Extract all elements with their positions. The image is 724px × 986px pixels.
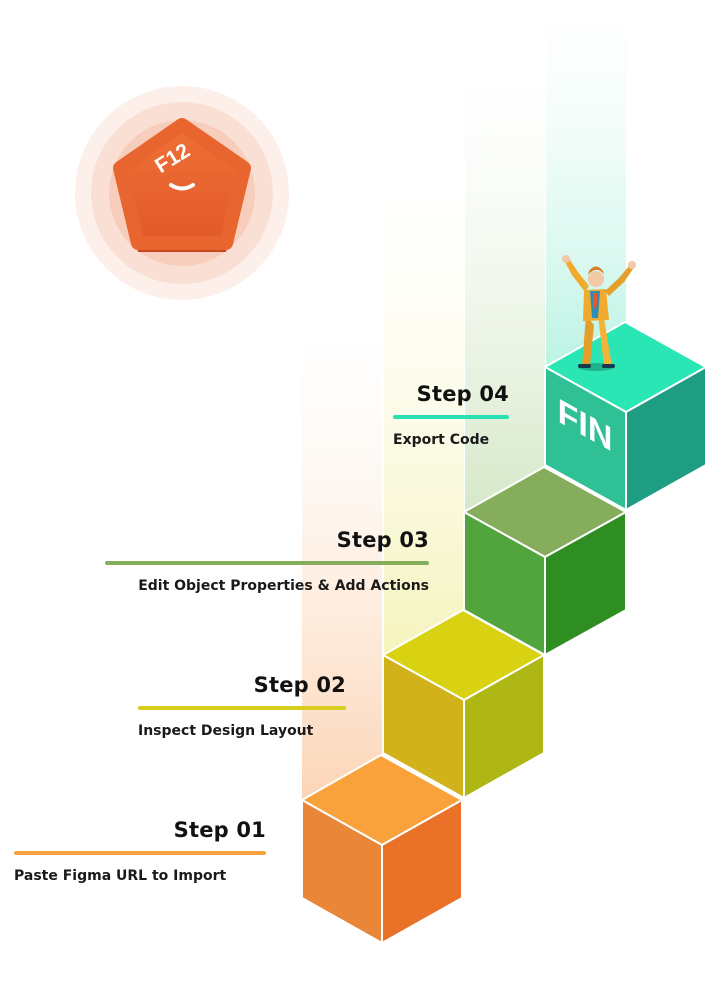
- step-01: Step 01 Paste Figma URL to Import: [14, 818, 266, 885]
- step-03-bar: [105, 561, 429, 565]
- step-04-cube: FIN: [544, 321, 707, 511]
- step-03: Step 03 Edit Object Properties & Add Act…: [105, 528, 429, 595]
- celebrating-person-icon: [562, 255, 636, 371]
- step-01-bar: [14, 851, 266, 855]
- light-beam-step-02: [384, 190, 464, 660]
- light-beam-step-01: [302, 330, 382, 800]
- step-03-title: Step 03: [336, 528, 429, 552]
- step-01-description: Paste Figma URL to Import: [14, 868, 227, 884]
- f12-key-badge: F12: [75, 86, 289, 300]
- step-02-title: Step 02: [253, 673, 346, 697]
- step-04: Step 04 Export Code: [393, 382, 509, 449]
- step-04-description: Export Code: [393, 432, 490, 448]
- step-03-cube: [463, 466, 627, 656]
- f12-key-icon: [113, 118, 251, 250]
- step-02-description: Inspect Design Layout: [138, 723, 314, 739]
- step-02: Step 02 Inspect Design Layout: [138, 673, 346, 740]
- step-02-bar: [138, 706, 346, 710]
- smile-icon: [169, 183, 195, 191]
- step-04-title: Step 04: [416, 382, 509, 406]
- step-03-description: Edit Object Properties & Add Actions: [138, 578, 429, 594]
- step-02-cube: [382, 609, 545, 799]
- step-01-title: Step 01: [173, 818, 266, 842]
- step-01-cube: [301, 754, 463, 944]
- light-beam-step-03: [465, 70, 545, 520]
- step-04-bar: [393, 415, 509, 419]
